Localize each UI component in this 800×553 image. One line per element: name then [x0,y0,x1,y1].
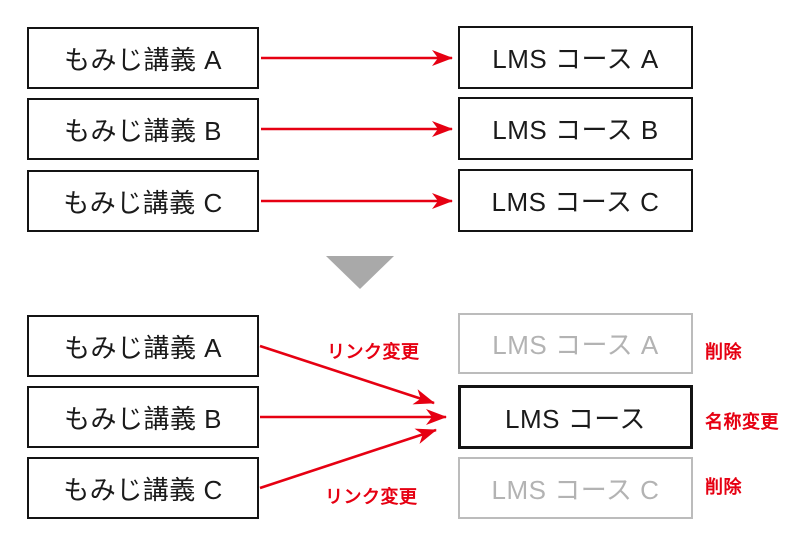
box-lms-course-a-before: LMS コース A [458,26,693,89]
box-momiji-lecture-c-after: もみじ講義 C [27,457,259,519]
box-lms-course-a-deleted: LMS コース A [458,313,693,374]
box-momiji-lecture-c-before: もみじ講義 C [27,170,259,232]
box-momiji-lecture-a-before: もみじ講義 A [27,27,259,89]
arrow-lecture-c-to-merged-course [259,428,437,490]
box-lms-course-c-deleted: LMS コース C [458,457,693,519]
label-delete-course-a: 削除 [705,342,742,362]
box-lms-course-b-before: LMS コース B [458,97,693,160]
box-lms-course-c-before: LMS コース C [458,169,693,232]
transition-down-triangle-icon [326,256,394,289]
label-rename-course: 名称変更 [705,412,779,432]
box-momiji-lecture-b-after: もみじ講義 B [27,386,259,448]
label-link-change-top: リンク変更 [327,342,420,362]
box-lms-course-merged: LMS コース [458,385,693,449]
label-link-change-bottom: リンク変更 [325,487,418,507]
box-momiji-lecture-a-after: もみじ講義 A [27,315,259,377]
label-delete-course-c: 削除 [705,477,742,497]
box-momiji-lecture-b-before: もみじ講義 B [27,98,259,160]
